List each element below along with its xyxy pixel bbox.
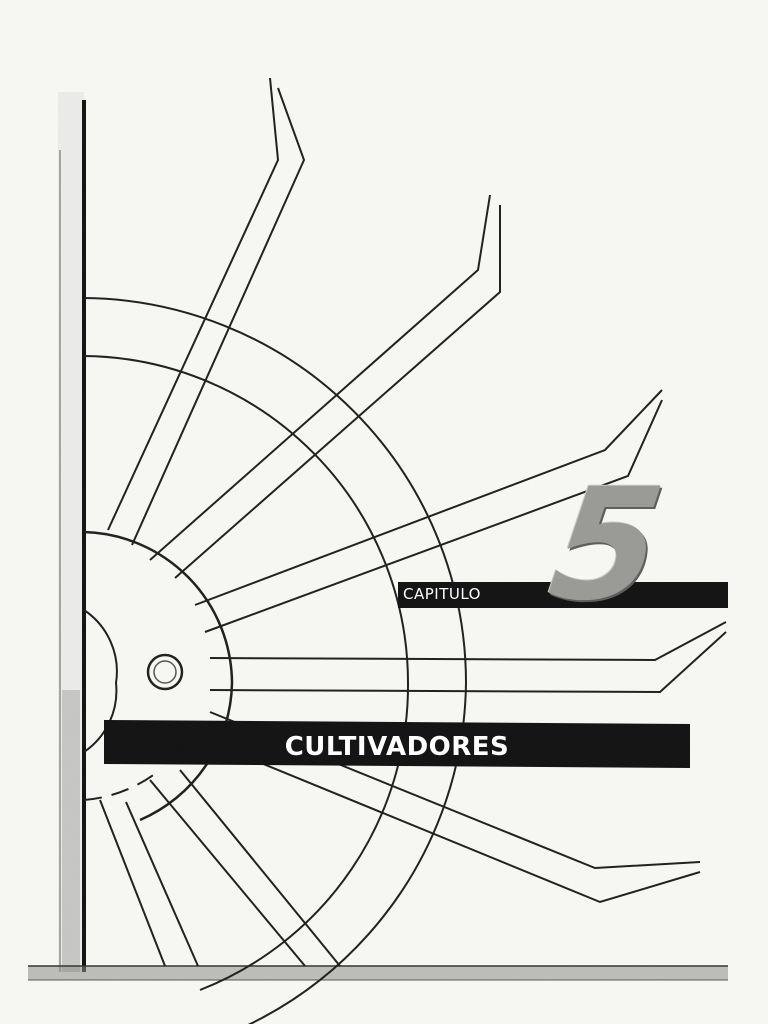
chapter-title: CULTIVADORES — [284, 732, 510, 762]
chapter-label: CAPITULO — [403, 585, 481, 603]
chapter-number: 5 — [540, 456, 673, 635]
